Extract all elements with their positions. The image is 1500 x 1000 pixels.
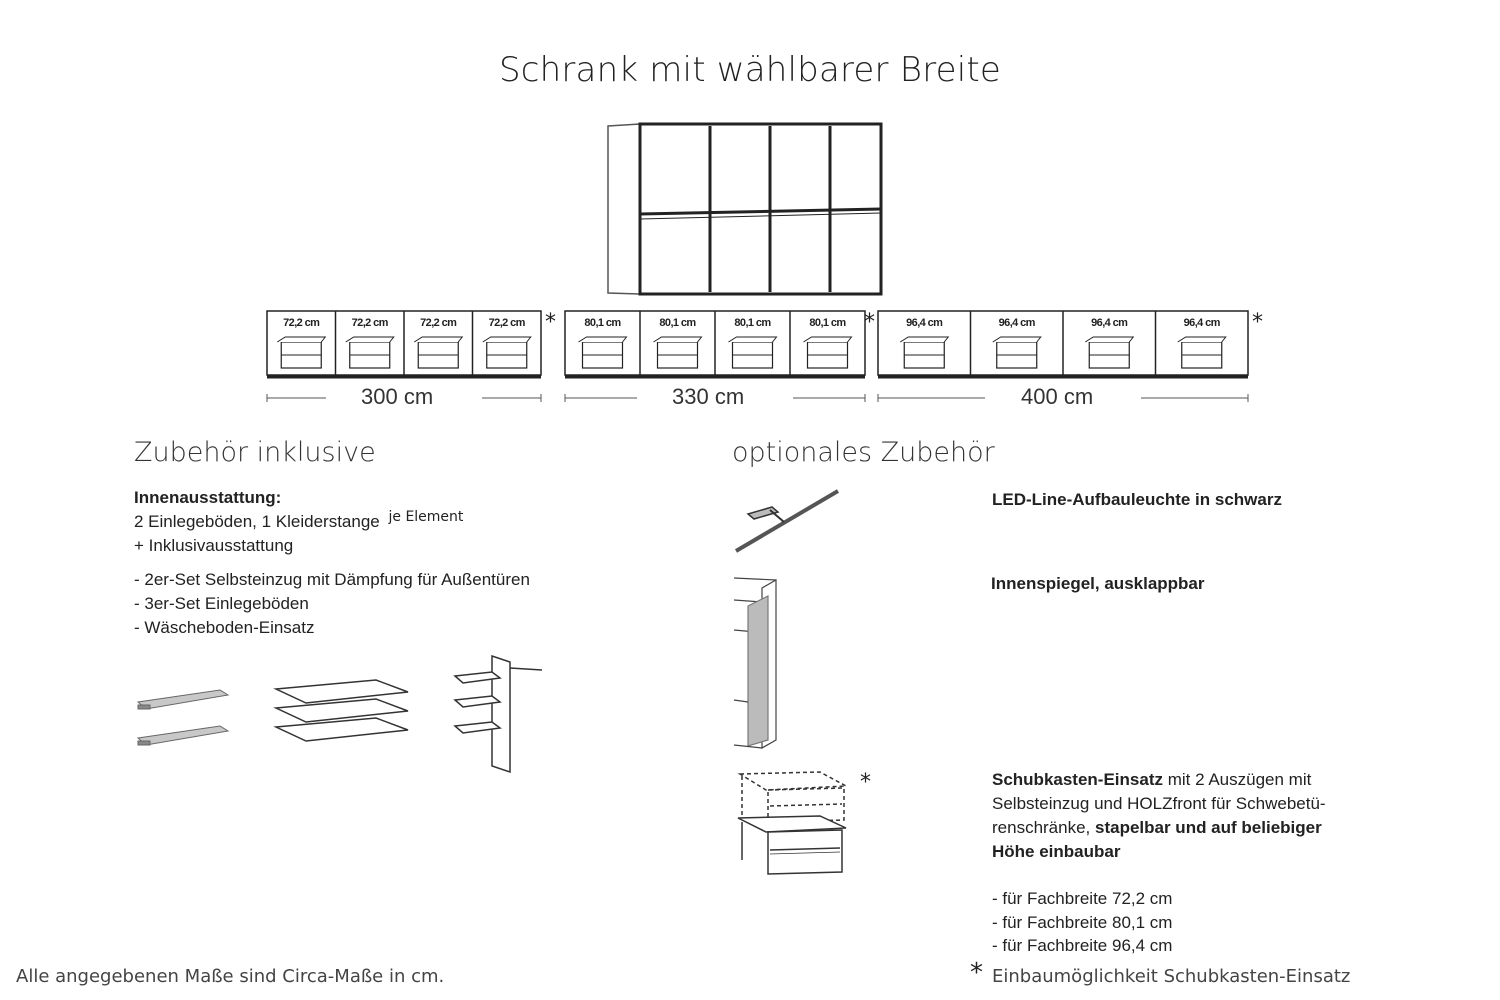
drawer-text2: Selbsteinzug und HOLZfront für Schwebetü…	[992, 794, 1326, 813]
cell-width-label: 80,1 cm	[584, 317, 621, 329]
cell-width-label: 72,2 cm	[420, 317, 457, 329]
drawer-description: Schubkasten-Einsatz mit 2 Auszügen mit S…	[992, 768, 1326, 864]
mirror-label: Innenspiegel, ausklappbar	[991, 574, 1205, 593]
soft-close-icon	[136, 689, 230, 746]
cell-width-label: 80,1 cm	[809, 317, 846, 329]
drawer-bold3: Höhe einbaubar	[992, 842, 1121, 861]
cell-width-label: 72,2 cm	[489, 317, 526, 329]
drawer-top	[653, 336, 703, 343]
drawer-text1: mit 2 Auszügen mit	[1163, 770, 1312, 789]
interior-line2: + Inklusivausstattung	[134, 536, 294, 555]
interior-line1: 2 Einlegeböden, 1 Kleiderstange je Eleme…	[134, 509, 464, 535]
width-330-label: 330 cm	[672, 384, 745, 409]
drawer-insert-icon	[737, 771, 849, 875]
cell-width-label: 96,4 cm	[1091, 317, 1128, 329]
drawer-top	[345, 336, 395, 343]
star-330: *	[864, 310, 875, 335]
laundry-insert-icon	[453, 654, 543, 774]
drawer-star: *	[860, 770, 871, 795]
optional-heading: optionales Zubehör	[732, 437, 995, 468]
drawer-top	[1177, 336, 1227, 343]
star-300: *	[545, 310, 556, 335]
led-light-icon	[734, 489, 840, 553]
drawer-top	[482, 336, 532, 343]
interior-line1-note: je Element	[388, 509, 464, 525]
mirror-icon	[733, 577, 777, 750]
drawer-top	[728, 336, 778, 343]
cell-width-label: 96,4 cm	[999, 317, 1036, 329]
included-item: - Wäscheboden-Einsatz	[134, 618, 315, 637]
drawer-sizes: - für Fachbreite 72,2 cm - für Fachbreit…	[992, 887, 1172, 958]
cell-width-label: 72,2 cm	[283, 317, 320, 329]
drawer-top	[1084, 336, 1135, 343]
drawer-size-item: - für Fachbreite 80,1 cm	[992, 912, 1173, 932]
width-300-label: 300 cm	[361, 384, 434, 409]
included-items: - 2er-Set Selbsteinzug mit Dämpfung für …	[134, 568, 530, 640]
drawer-top	[899, 336, 950, 343]
page-title: Schrank mit wählbarer Breite	[498, 50, 1002, 90]
drawer-name: Schubkasten-Einsatz	[992, 770, 1163, 789]
drawer-top	[803, 336, 853, 343]
footer-note: Alle angegebenen Maße sind Circa-Maße in…	[16, 966, 445, 987]
drawer-text3: renschränke,	[992, 818, 1095, 837]
drawer-size-item: - für Fachbreite 96,4 cm	[992, 936, 1173, 955]
cell-width-label: 72,2 cm	[352, 317, 389, 329]
star-400: *	[1252, 310, 1263, 335]
drawer-size-item: - für Fachbreite 72,2 cm	[992, 889, 1173, 908]
shelf-set-icon	[273, 679, 409, 742]
cell-width-label: 96,4 cm	[906, 317, 943, 329]
led-label: LED-Line-Aufbauleuchte in schwarz	[992, 490, 1282, 509]
included-item: - 3er-Set Einlegeböden	[134, 594, 309, 613]
interior-label: Innenausstattung:	[134, 488, 282, 507]
cell-width-label: 80,1 cm	[734, 317, 771, 329]
drawer-top	[578, 336, 628, 343]
width-400-label: 400 cm	[1021, 384, 1094, 409]
cell-width-label: 96,4 cm	[1184, 317, 1221, 329]
drawer-top	[413, 336, 464, 343]
drawer-top	[276, 336, 327, 343]
included-heading: Zubehör inklusive	[134, 437, 376, 468]
wardrobe-front	[607, 122, 883, 296]
included-item: - 2er-Set Selbsteinzug mit Dämpfung für …	[134, 570, 530, 589]
footer-star: *	[970, 958, 983, 988]
interior-line1-text: 2 Einlegeböden, 1 Kleiderstange	[134, 512, 380, 531]
footer-drawer-note: Einbaumöglichkeit Schubkasten-Einsatz	[992, 966, 1351, 987]
drawer-top	[992, 336, 1042, 343]
drawer-bold2: stapelbar und auf beliebiger	[1095, 818, 1322, 837]
cell-width-label: 80,1 cm	[659, 317, 696, 329]
